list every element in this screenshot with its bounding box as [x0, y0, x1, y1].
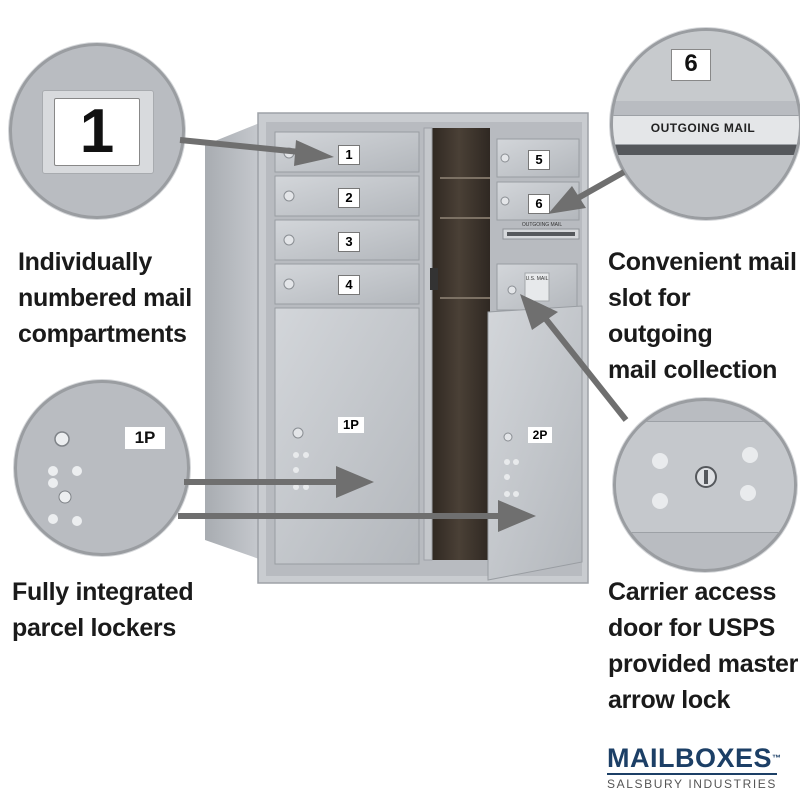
- mailbox-unit: [205, 112, 589, 584]
- lock-icon: [500, 153, 510, 163]
- callout-outgoing-slot: 6 OUTGOING MAIL: [610, 28, 800, 220]
- lock-icon: [503, 432, 513, 442]
- door-number-plate: 2: [338, 188, 360, 208]
- lock-icon: [283, 190, 295, 202]
- door-number-plate: 5: [528, 150, 550, 170]
- mailbox-side-panel: [205, 122, 262, 560]
- slot-number-plate: 6: [671, 49, 711, 81]
- slot-label: OUTGOING MAIL: [521, 222, 563, 228]
- arrow-to-slot: [576, 169, 626, 201]
- callout-number-badge: 1: [9, 43, 185, 219]
- door-latch-icon: [430, 268, 438, 290]
- logo-trademark: ™: [772, 753, 782, 763]
- door-number-plate: 4: [338, 275, 360, 295]
- arrow-head-icon: [520, 294, 558, 330]
- lock-icon: [54, 431, 70, 447]
- caption-mail-slot: Convenient mail slot for outgoing mail c…: [608, 248, 797, 384]
- door-number-plate: 6: [528, 194, 550, 214]
- lock-icon: [58, 490, 72, 504]
- logo-tagline: SALSBURY INDUSTRIES: [607, 777, 777, 791]
- arrow-to-door-1: [179, 137, 301, 155]
- lock-icon: [292, 427, 304, 439]
- door-number-plate: 3: [338, 232, 360, 252]
- arrow-head-icon: [498, 500, 536, 532]
- arrow-head-icon: [294, 140, 334, 166]
- arrow-head-icon: [548, 186, 586, 214]
- number-badge-plate: 1: [54, 98, 140, 166]
- master-lock-icon: [507, 285, 517, 295]
- parcel-number-plate: 2P: [528, 427, 552, 443]
- lock-icon: [500, 196, 510, 206]
- arrow-head-icon: [336, 466, 374, 498]
- caption-numbered-compartments: Individually numbered mail compartments: [18, 248, 192, 348]
- parcel-callout-label: 1P: [125, 427, 165, 449]
- logo-divider: [607, 773, 777, 775]
- caption-parcel-lockers: Fully integrated parcel lockers: [12, 578, 194, 642]
- lock-icon: [283, 278, 295, 290]
- salsbury-logo: MAILBOXES™ SALSBURY INDUSTRIES: [607, 744, 792, 791]
- logo-name: MAILBOXES: [607, 743, 773, 773]
- arrow-to-carrier-lock: [542, 316, 629, 422]
- lock-icon: [283, 234, 295, 246]
- usps-label: U.S. MAIL: [525, 276, 549, 282]
- open-compartment-interior: [428, 128, 490, 560]
- door-number-plate: 1: [338, 145, 360, 165]
- left-door-column: [274, 131, 420, 565]
- callout-parcel-locker: 1P: [14, 380, 190, 556]
- parcel-number-plate: 1P: [338, 417, 364, 433]
- caption-carrier-door: Carrier access door for USPS provided ma…: [608, 578, 799, 714]
- callout-carrier-lock: [613, 398, 797, 572]
- outgoing-mail-label: OUTGOING MAIL: [650, 121, 756, 135]
